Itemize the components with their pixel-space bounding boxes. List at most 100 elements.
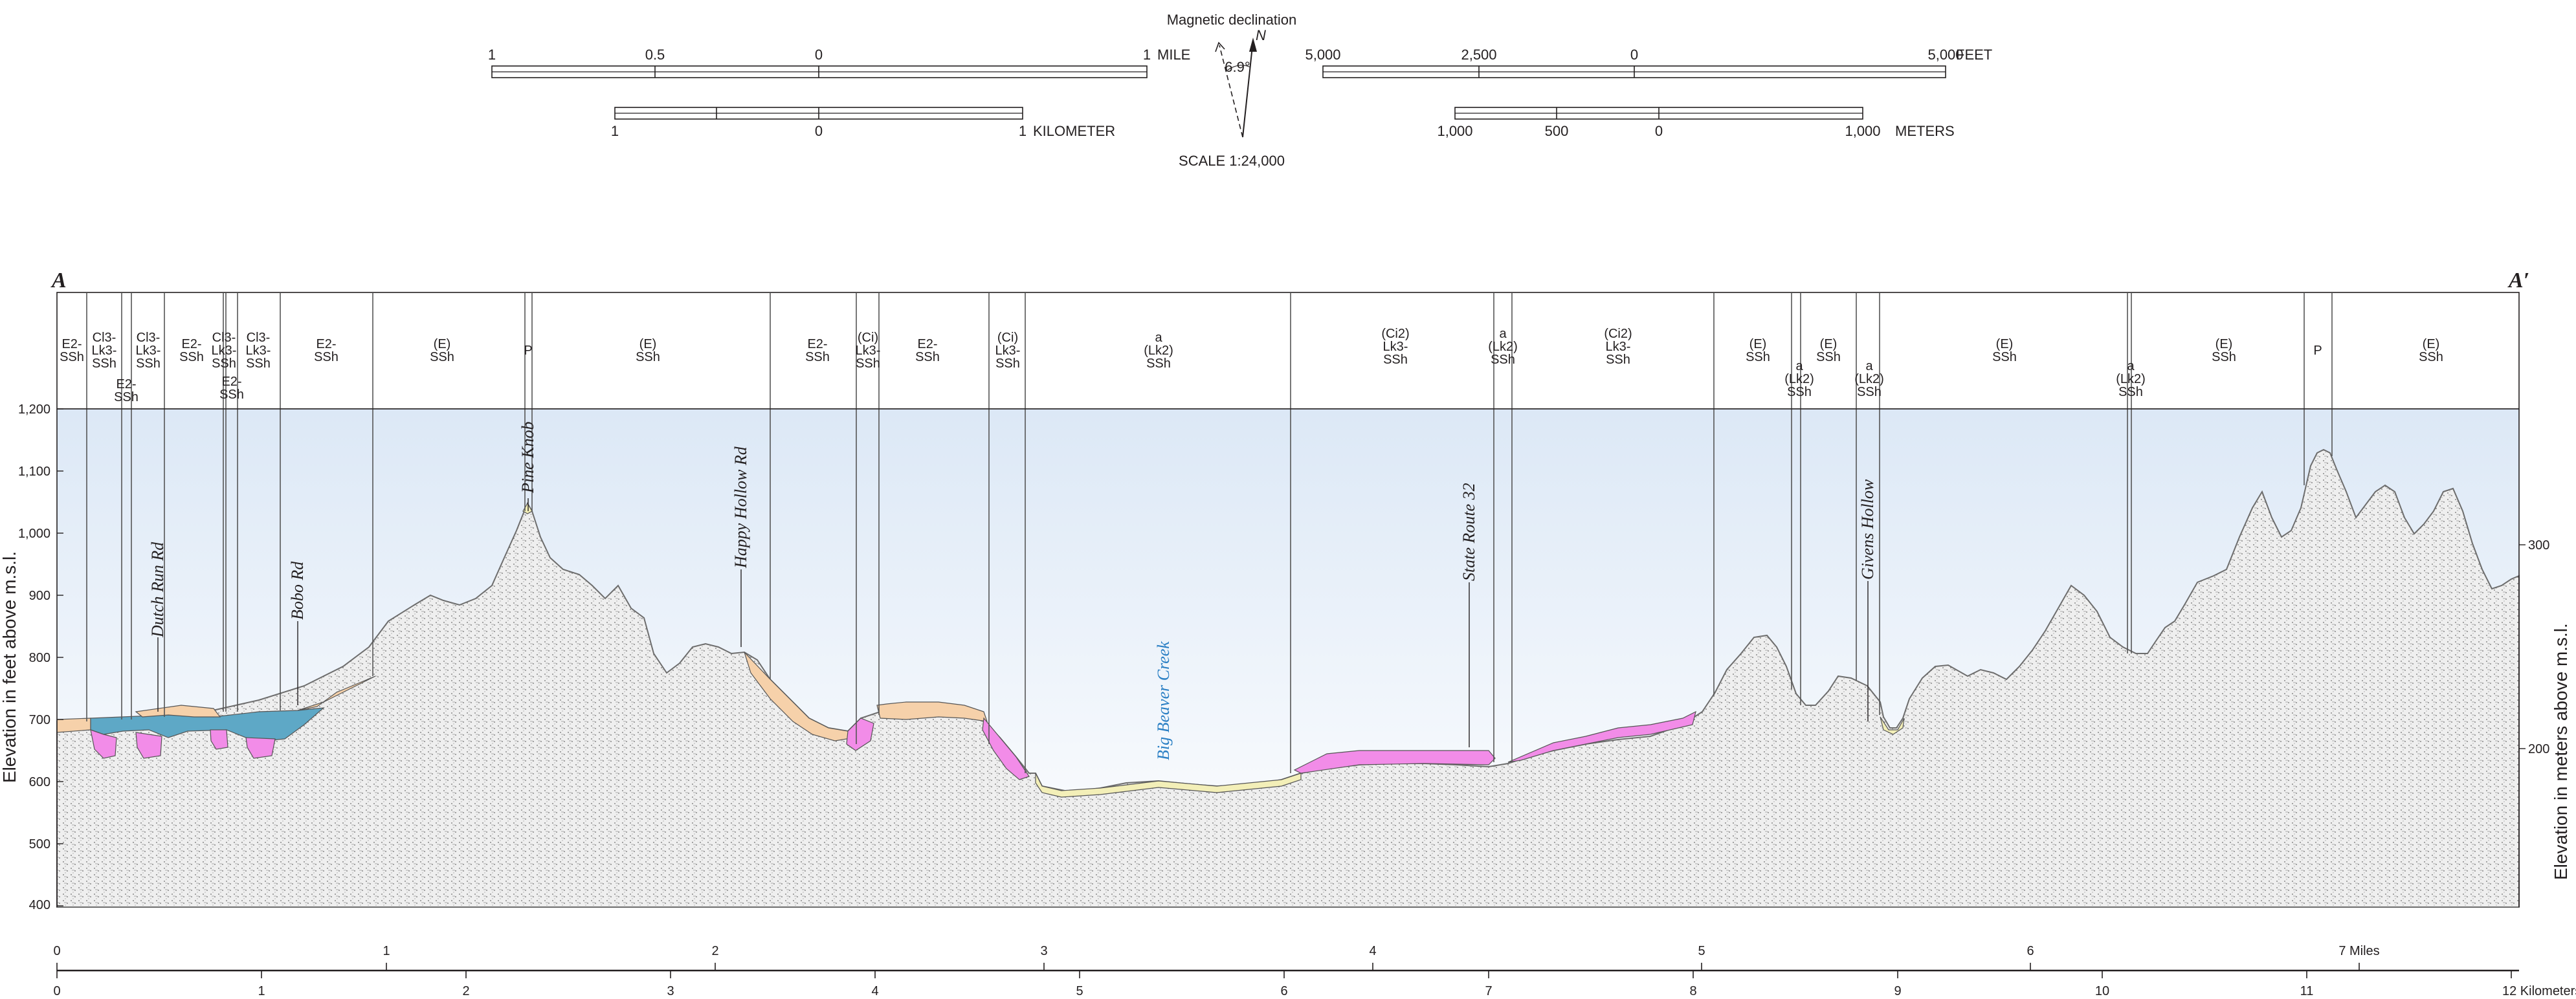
meter-tick-end: 1,000 bbox=[1845, 123, 1880, 139]
unit-label: Cl3-Lk3-SSh bbox=[246, 331, 271, 371]
feet-tick-label: 700 bbox=[29, 713, 50, 727]
unit-label: Cl3-Lk3-SSh bbox=[136, 331, 161, 371]
unit-label: E2-SSh bbox=[805, 337, 830, 364]
feet-tick-end: 5,000 bbox=[1927, 47, 1963, 63]
feet-tick-label: 1,200 bbox=[18, 402, 50, 417]
km-tick-end: 1 bbox=[1019, 123, 1027, 139]
kilometer-scale-bar: 1 0 1 KILOMETER bbox=[611, 107, 1115, 139]
unit-label: E2-SSh bbox=[219, 375, 244, 402]
unit-yellow-creek bbox=[1035, 773, 1302, 798]
unit-label: (E)SSh bbox=[1992, 337, 2017, 364]
left-elevation-axis: 1,200 1,100 1,000 900 800 700 600 500 40… bbox=[0, 402, 63, 912]
km-tick-1: 1 bbox=[611, 123, 619, 139]
unit-magenta-west-3 bbox=[210, 729, 228, 750]
unit-label: a(Lk2)SSh bbox=[2116, 359, 2146, 399]
feature-leaders bbox=[157, 498, 1869, 747]
unit-label: (Ci)Lk3-SSh bbox=[856, 331, 881, 371]
km-unit-label: KILOMETER bbox=[1033, 123, 1115, 139]
unit-divider-lines bbox=[86, 292, 2333, 773]
road-label-dutch-run: Dutch Run Rd bbox=[148, 542, 167, 638]
unit-magenta-west-1 bbox=[90, 729, 117, 759]
unit-label: a(Lk2)SSh bbox=[1488, 327, 1518, 367]
unit-label: P bbox=[2313, 344, 2322, 358]
unit-magenta-ci bbox=[846, 718, 874, 751]
mile-tick-label: 0 bbox=[53, 944, 60, 958]
unit-label: E2-SSh bbox=[915, 337, 940, 364]
scale-block: 1 0.5 0 1 MILE 1 0 1 KILOMETER Magnetic … bbox=[488, 12, 1992, 169]
mile-tick-1: 1 bbox=[488, 47, 496, 63]
feet-tick-0: 0 bbox=[1630, 47, 1638, 63]
unit-label: (E)SSh bbox=[1816, 337, 1841, 364]
meter-tick-0: 0 bbox=[1655, 123, 1663, 139]
section-start-label: A bbox=[50, 269, 67, 292]
unit-peach-west bbox=[56, 718, 91, 733]
unit-label: Cl3-Lk3-SSh bbox=[92, 331, 117, 371]
unit-label: a(Lk2)SSh bbox=[1854, 359, 1884, 399]
feet-tick-label: 1,000 bbox=[18, 527, 50, 541]
surficial-units bbox=[56, 502, 1905, 798]
unit-label: (E)SSh bbox=[430, 337, 454, 364]
km-tick-label: 5 bbox=[1076, 984, 1083, 998]
feet-tick-label: 600 bbox=[29, 775, 50, 789]
meter-tick-label: 200 bbox=[2528, 742, 2549, 756]
mile-unit-label: MILE bbox=[1157, 47, 1190, 63]
unit-label: (Ci)Lk3-SSh bbox=[995, 331, 1021, 371]
mile-tick-label: 1 bbox=[383, 944, 390, 958]
unit-peach-slope bbox=[297, 675, 376, 711]
hollow-label-givens: Givens Hollow bbox=[1858, 479, 1877, 580]
mile-tick-half: 0.5 bbox=[645, 47, 665, 63]
feet-tick-label: 500 bbox=[29, 837, 50, 851]
km-tick-label: 7 bbox=[1485, 984, 1492, 998]
feet-tick-label: 800 bbox=[29, 651, 50, 665]
horizontal-distance-scale: 0 1 2 3 4 5 6 7 Miles 0 1 2 3 4 5 6 7 8 … bbox=[53, 944, 2576, 998]
feet-tick-2500: 2,500 bbox=[1461, 47, 1496, 63]
km-tick-0: 0 bbox=[815, 123, 823, 139]
unit-label: (Ci2)Lk3-SSh bbox=[1604, 327, 1632, 367]
unit-label: E2-SSh bbox=[114, 377, 139, 404]
declination-value: 6.9° bbox=[1225, 59, 1250, 75]
km-tick-label: 12 Kilometers bbox=[2502, 984, 2576, 998]
feet-scale-bar: 5,000 2,500 0 5,000 FEET bbox=[1305, 47, 1992, 78]
mile-tick-label: 5 bbox=[1698, 944, 1705, 958]
meter-tick-500: 500 bbox=[1545, 123, 1569, 139]
section-end-label: A′ bbox=[2507, 269, 2529, 292]
declination-title: Magnetic declination bbox=[1167, 12, 1297, 28]
mile-tick-0: 0 bbox=[815, 47, 823, 63]
unit-peach-e2 bbox=[876, 701, 988, 722]
km-tick-label: 4 bbox=[871, 984, 878, 998]
scale-ratio: SCALE 1:24,000 bbox=[1179, 153, 1285, 169]
unit-label: E2-SSh bbox=[60, 337, 84, 364]
feet-tick-label: 900 bbox=[29, 589, 50, 603]
unit-magenta-west-2 bbox=[135, 732, 162, 759]
feet-tick-label: 1,100 bbox=[18, 465, 50, 479]
north-label: N bbox=[1256, 27, 1266, 43]
unit-label: a(Lk2)SSh bbox=[1144, 331, 1173, 371]
feature-labels: Dutch Run Rd Bobo Rd Pine Knob Happy Hol… bbox=[148, 422, 1877, 761]
mile-tick-label: 7 Miles bbox=[2338, 944, 2379, 958]
unit-header-band bbox=[56, 292, 2520, 410]
unit-label: (E)SSh bbox=[2419, 337, 2443, 364]
km-tick-label: 11 bbox=[2300, 984, 2314, 998]
unit-magenta-ci-east bbox=[982, 717, 1030, 780]
mile-tick-label: 4 bbox=[1369, 944, 1376, 958]
mile-tick-label: 2 bbox=[711, 944, 718, 958]
unit-label: (E)SSh bbox=[2212, 337, 2236, 364]
left-axis-title: Elevation in feet above m.s.l. bbox=[0, 551, 19, 783]
unit-label: (Ci2)Lk3-SSh bbox=[1381, 327, 1409, 367]
meter-scale-bar: 1,000 500 0 1,000 METERS bbox=[1437, 107, 1955, 139]
unit-label: a(Lk2)SSh bbox=[1784, 359, 1814, 399]
unit-magenta-route32 bbox=[1507, 710, 1696, 763]
mile-tick-end: 1 bbox=[1143, 47, 1151, 63]
unit-yellow-givens bbox=[1880, 716, 1905, 735]
km-tick-label: 10 bbox=[2095, 984, 2109, 998]
right-axis-title: Elevation in meters above m.s.l. bbox=[2551, 623, 2571, 880]
mile-scale-bar: 1 0.5 0 1 MILE bbox=[488, 47, 1190, 78]
km-tick-label: 3 bbox=[667, 984, 674, 998]
feet-unit-label: FEET bbox=[1956, 47, 1992, 63]
unit-label: E2-SSh bbox=[179, 337, 204, 364]
road-label-bobo: Bobo Rd bbox=[288, 561, 307, 620]
unit-peach-bobo bbox=[135, 705, 221, 718]
km-tick-label: 1 bbox=[258, 984, 265, 998]
road-label-route32: State Route 32 bbox=[1460, 483, 1478, 581]
km-tick-label: 8 bbox=[1689, 984, 1696, 998]
